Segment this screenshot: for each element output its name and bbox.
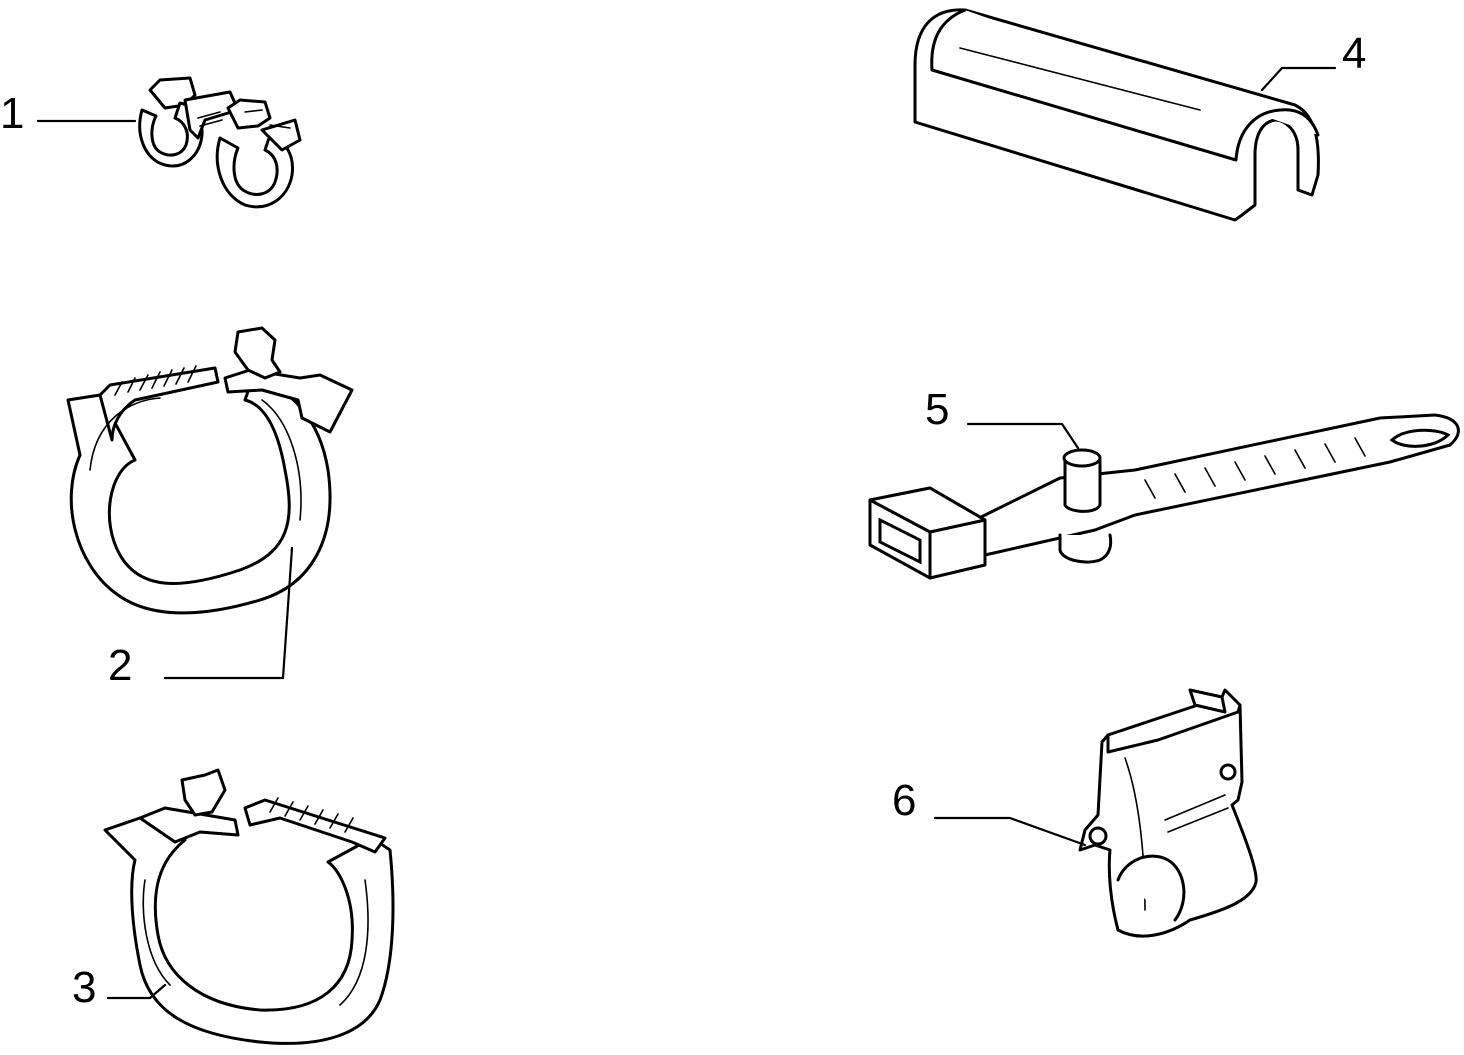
callout-4: 4 [1260,29,1366,92]
leader-line-3 [106,983,167,1000]
callout-1: 1 [0,89,137,138]
callout-label-5: 5 [925,385,949,434]
callout-3: 3 [72,963,167,1012]
callout-label-3: 3 [72,963,96,1012]
callout-6: 6 [892,776,1087,847]
part-3-ratchet-clamp [103,768,395,1045]
part-5-cable-tie-strap [868,413,1460,580]
callout-label-2: 2 [108,641,132,690]
callout-label-6: 6 [892,776,916,825]
part-1-double-clip [138,76,302,209]
part-2-ratchet-clamp [66,326,354,615]
leader-line-5 [966,422,1080,450]
leader-line-6 [933,816,1087,847]
part-4-half-round-sleeve [913,8,1320,222]
callout-label-1: 1 [0,89,24,138]
callout-2: 2 [108,546,294,690]
callout-5: 5 [925,385,1080,450]
callout-label-4: 4 [1342,29,1366,78]
leader-line-2 [163,546,294,680]
part-6-cable-clip [1078,688,1258,938]
leader-line-4 [1260,66,1337,92]
